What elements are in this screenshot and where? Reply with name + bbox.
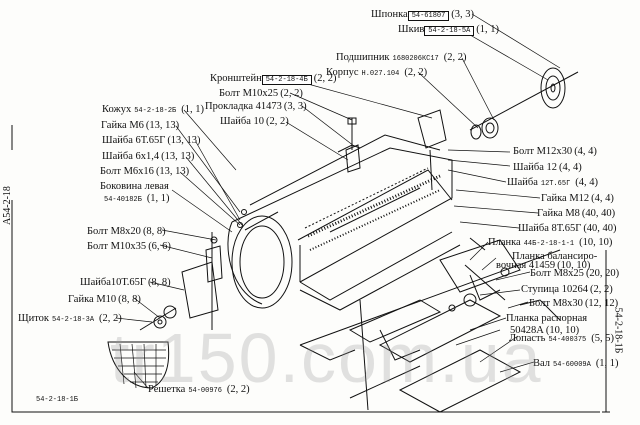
label-bokovina: Боковина левая xyxy=(100,181,169,192)
label-gaika-m6: Гайка М6(13, 13) xyxy=(101,120,180,131)
label-bolt-m8x20: Болт М8х20(8, 8) xyxy=(87,226,166,237)
label-shaiba-12: Шайба 12(4, 4) xyxy=(513,162,582,173)
label-gaika-m8: Гайка М8(40, 40) xyxy=(537,208,616,219)
label-planka-rasp-2: 50428А(10, 10) xyxy=(510,325,580,336)
pulley-shaft-assembly xyxy=(417,67,579,191)
label-bolt-m10x35: Болт М10х35(6, 6) xyxy=(87,241,171,252)
label-gaika-m10: Гайка М10(8, 8) xyxy=(68,294,141,305)
label-bolt-m8x30: Болт М8х30(12, 12) xyxy=(529,298,619,309)
label-bolt-m10x25: Болт М10х25(2, 2) xyxy=(219,88,303,99)
grate xyxy=(107,341,170,389)
label-stupitsa: Ступица 10264(2, 2) xyxy=(521,284,613,295)
rotor-blades xyxy=(299,237,561,413)
left-side-fittings xyxy=(139,209,247,331)
label-bolt-m6x16: Болт М6х16(13, 13) xyxy=(100,166,190,177)
label-frame-bottom-code: 54-2-18-1Б xyxy=(36,396,79,404)
label-planka-bal-2: вочная 41459(10, 10) xyxy=(496,260,591,271)
label-shaiba-10: Шайба 10(2, 2) xyxy=(220,116,289,127)
label-planka-rasp-1: Планка распорная xyxy=(506,313,588,324)
label-prokladka: Прокладка 41473(3, 3) xyxy=(205,101,307,112)
label-bolt-m8x25: Болт М8х25(20, 20) xyxy=(530,268,620,279)
side-label-right: 54-2-18-1Б xyxy=(612,307,624,354)
label-shaiba-6t: Шайба 6Т.65Г(13, 13) xyxy=(102,135,201,146)
watermark: tr150.com.ua xyxy=(110,319,543,397)
side-label-left: А54-2-18 xyxy=(1,186,13,225)
label-bokovina-code: 54-40182Б(1, 1) xyxy=(104,193,170,204)
label-bolt-m12x30: Болт М12х30(4, 4) xyxy=(513,146,597,157)
leader-lines xyxy=(115,13,561,389)
label-planka-bal-1: Планка балансиро- xyxy=(512,251,598,262)
label-gaika-m12: Гайка М12(4, 4) xyxy=(541,193,614,204)
label-shaiba-8t: Шайба 8Т.65Г(40, 40) xyxy=(518,223,617,234)
drum-housing xyxy=(227,134,461,311)
label-shaiba-10t: Шайба10Т.65Г(8, 8) xyxy=(80,277,171,288)
frame-lines xyxy=(11,125,610,413)
label-shaiba-6x14: Шайба 6х1,4(13, 13) xyxy=(102,151,195,162)
